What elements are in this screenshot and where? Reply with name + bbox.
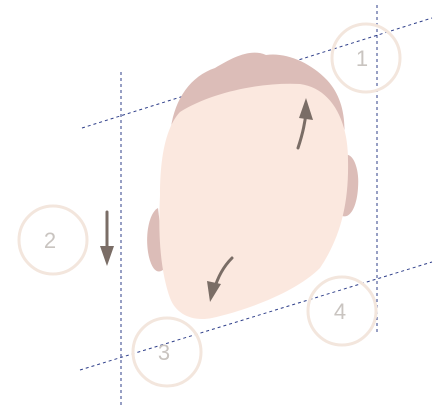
vertical-arrow-left-head [100, 246, 114, 266]
callout-1-label: 1 [356, 46, 368, 71]
callout-4-label: 4 [334, 299, 346, 324]
callout-3-label: 3 [158, 340, 170, 365]
callout-2: 2 [19, 206, 87, 274]
callout-2-label: 2 [44, 228, 56, 253]
callout-1: 1 [332, 24, 400, 92]
callout-3: 3 [133, 318, 201, 386]
callout-4: 4 [308, 277, 376, 345]
